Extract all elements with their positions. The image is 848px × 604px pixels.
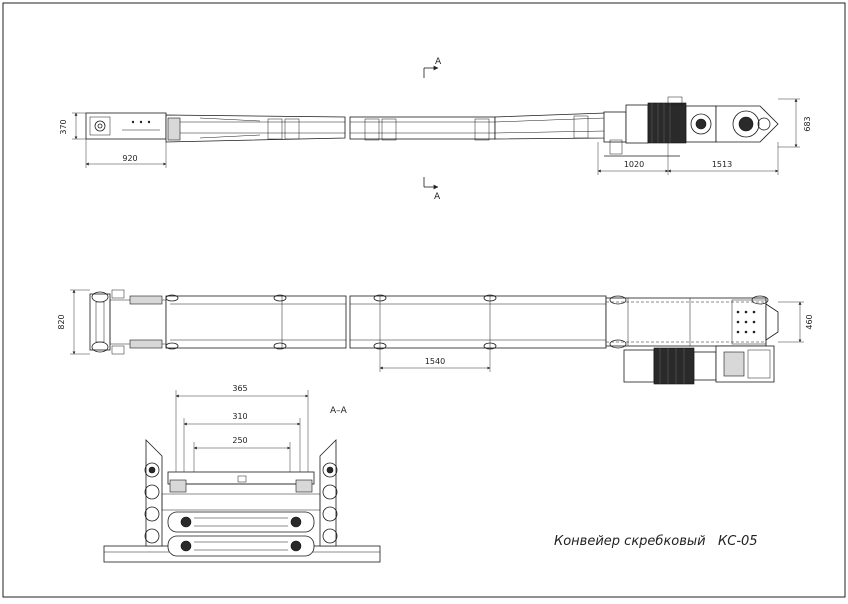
- drawing-title: Конвейер скребковый КС-05: [554, 534, 758, 549]
- side-view: 370 920 683 1020 1513: [59, 96, 812, 175]
- section-cut-top: A: [423, 57, 442, 78]
- section-view: A–A 365: [103, 384, 381, 563]
- dim-height-left: 370: [59, 119, 68, 134]
- dim-width-left: 820: [57, 314, 66, 329]
- dim-pitch: 1540: [425, 357, 445, 366]
- section-title: A–A: [330, 406, 348, 416]
- section-cut-bottom: A: [423, 177, 441, 202]
- section-mark-bottom: A: [434, 192, 441, 202]
- dim-width-right: 460: [805, 314, 814, 329]
- section-mark-top: A: [435, 57, 442, 67]
- dim-width-mid: 310: [232, 412, 247, 421]
- top-view: 820 1540 460: [57, 289, 814, 385]
- dim-width-outer: 365: [232, 384, 247, 393]
- dim-length-left: 920: [122, 154, 137, 163]
- dim-length-drive: 1020: [624, 160, 644, 169]
- dim-length-drive-end: 1513: [712, 160, 732, 169]
- dim-width-inner: 250: [232, 436, 247, 445]
- dim-height-right: 683: [803, 116, 812, 131]
